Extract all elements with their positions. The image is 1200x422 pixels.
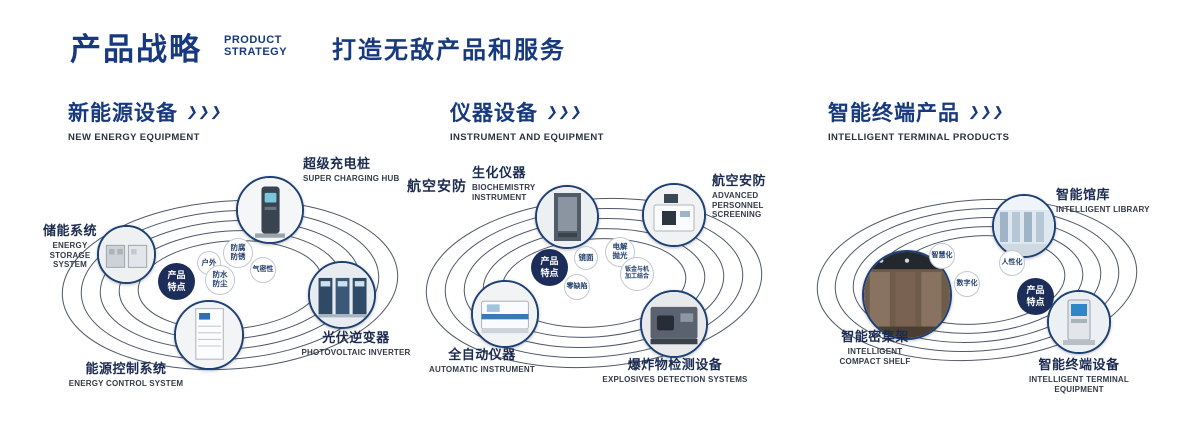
product-label-intelligent-library: 智能馆库 INTELLIGENT LIBRARY — [1056, 187, 1150, 214]
section-subtitle: INTELLIGENT TERMINAL PRODUCTS — [828, 132, 1010, 143]
section-title: 智能终端产品 — [828, 102, 960, 125]
feature-bubble-mirror-finish: 镜面 — [574, 246, 598, 270]
automatic-instrument-illustration — [473, 282, 537, 346]
label-aviation-security: 航空安防 — [407, 178, 467, 194]
product-photo-personnel-screening — [642, 183, 706, 247]
product-label-intelligent-terminal: 智能终端设备 INTELLIGENT TERMINAL EQUIPMENT — [1029, 357, 1129, 394]
product-label-compact-shelf: 智能密集架 INTELLIGENT COMPACT SHELF — [839, 329, 911, 366]
personnel-screening-illustration — [644, 185, 704, 245]
page-subtitle-line2: STRATEGY — [224, 46, 288, 58]
center-badge-product-features: 产品特点 — [531, 249, 568, 286]
feature-bubble-sheetmetal-machining: 钣金与机加工结合 — [620, 257, 654, 291]
energy-storage-illustration — [99, 227, 154, 282]
section-header-instrument: 仪器设备 ❯❯❯ INSTRUMENT AND EQUIPMENT — [450, 97, 604, 143]
product-photo-intelligent-library — [992, 194, 1056, 258]
feature-bubble-anticorrosion: 防腐防锈 — [223, 238, 253, 268]
product-label-pv-inverter: 光伏逆变器 PHOTOVOLTAIC INVERTER — [301, 330, 411, 357]
explosives-detection-illustration — [642, 292, 706, 356]
feature-bubble-humanization: 人性化 — [999, 250, 1025, 276]
product-photo-energy-storage — [97, 225, 156, 284]
section-title: 新能源设备 — [68, 102, 178, 125]
feature-bubble-airtightness: 气密性 — [250, 257, 276, 283]
product-label-automatic-instrument: 全自动仪器 AUTOMATIC INSTRUMENT — [429, 347, 535, 374]
product-photo-intelligent-terminal — [1047, 290, 1111, 354]
triple-arrow-icon: ❯❯❯ — [185, 104, 225, 119]
compact-shelf-illustration — [864, 252, 950, 338]
feature-bubble-digitalization: 数字化 — [954, 271, 980, 297]
intelligent-terminal-illustration — [1049, 292, 1109, 352]
product-label-explosives-detection: 爆炸物检测设备 EXPLOSIVES DETECTION SYSTEMS — [602, 357, 748, 384]
product-photo-biochemistry — [535, 185, 599, 249]
product-photo-super-charger — [236, 176, 304, 244]
product-photo-energy-control — [174, 300, 244, 370]
product-label-energy-control: 能源控制系统 ENERGY CONTROL SYSTEM — [68, 361, 184, 388]
page-title: 产品战略 — [70, 32, 202, 67]
energy-control-illustration — [176, 302, 242, 368]
triple-arrow-icon: ❯❯❯ — [545, 104, 585, 119]
feature-bubble-zero-defect: 零缺陷 — [564, 274, 590, 300]
feature-bubble-electropolishing: 电解抛光 — [605, 237, 635, 267]
center-badge-product-features: 产品特点 — [1017, 278, 1054, 315]
page-subtitle: PRODUCT STRATEGY — [224, 34, 287, 58]
section-subtitle: INSTRUMENT AND EQUIPMENT — [450, 132, 604, 143]
product-photo-pv-inverter — [308, 261, 376, 329]
product-label-biochemistry: 生化仪器 BIOCHEMISTRY INSTRUMENT — [472, 165, 536, 202]
product-label-super-charger: 超级充电桩 SUPER CHARGING HUB — [303, 156, 400, 183]
feature-bubble-waterproof: 防水防尘 — [205, 265, 235, 295]
product-photo-compact-shelf — [862, 250, 952, 340]
product-photo-automatic-instrument — [471, 280, 539, 348]
center-badge-product-features: 产品特点 — [158, 263, 195, 300]
product-photo-explosives-detection — [640, 290, 708, 358]
section-header-intelligent-terminal: 智能终端产品 ❯❯❯ INTELLIGENT TERMINAL PRODUCTS — [828, 97, 1009, 143]
page-subtitle-line1: PRODUCT — [224, 34, 282, 46]
triple-arrow-icon: ❯❯❯ — [967, 104, 1007, 119]
super-charger-illustration — [238, 178, 302, 242]
biochemistry-illustration — [537, 187, 597, 247]
product-label-personnel-screening: 航空安防 ADVANCED PERSONNEL SCREENING — [712, 173, 767, 220]
section-subtitle: NEW ENERGY EQUIPMENT — [68, 132, 200, 143]
section-title: 仪器设备 — [450, 102, 538, 125]
feature-bubble-intelligence: 智慧化 — [929, 243, 955, 269]
section-header-new-energy: 新能源设备 ❯❯❯ NEW ENERGY EQUIPMENT — [68, 97, 225, 143]
pv-inverter-illustration — [310, 263, 374, 327]
tagline: 打造无敌产品和服务 — [332, 37, 566, 64]
product-label-energy-storage: 储能系统 ENERGY STORAGE SYSTEM — [42, 223, 97, 270]
intelligent-library-illustration — [994, 196, 1054, 256]
